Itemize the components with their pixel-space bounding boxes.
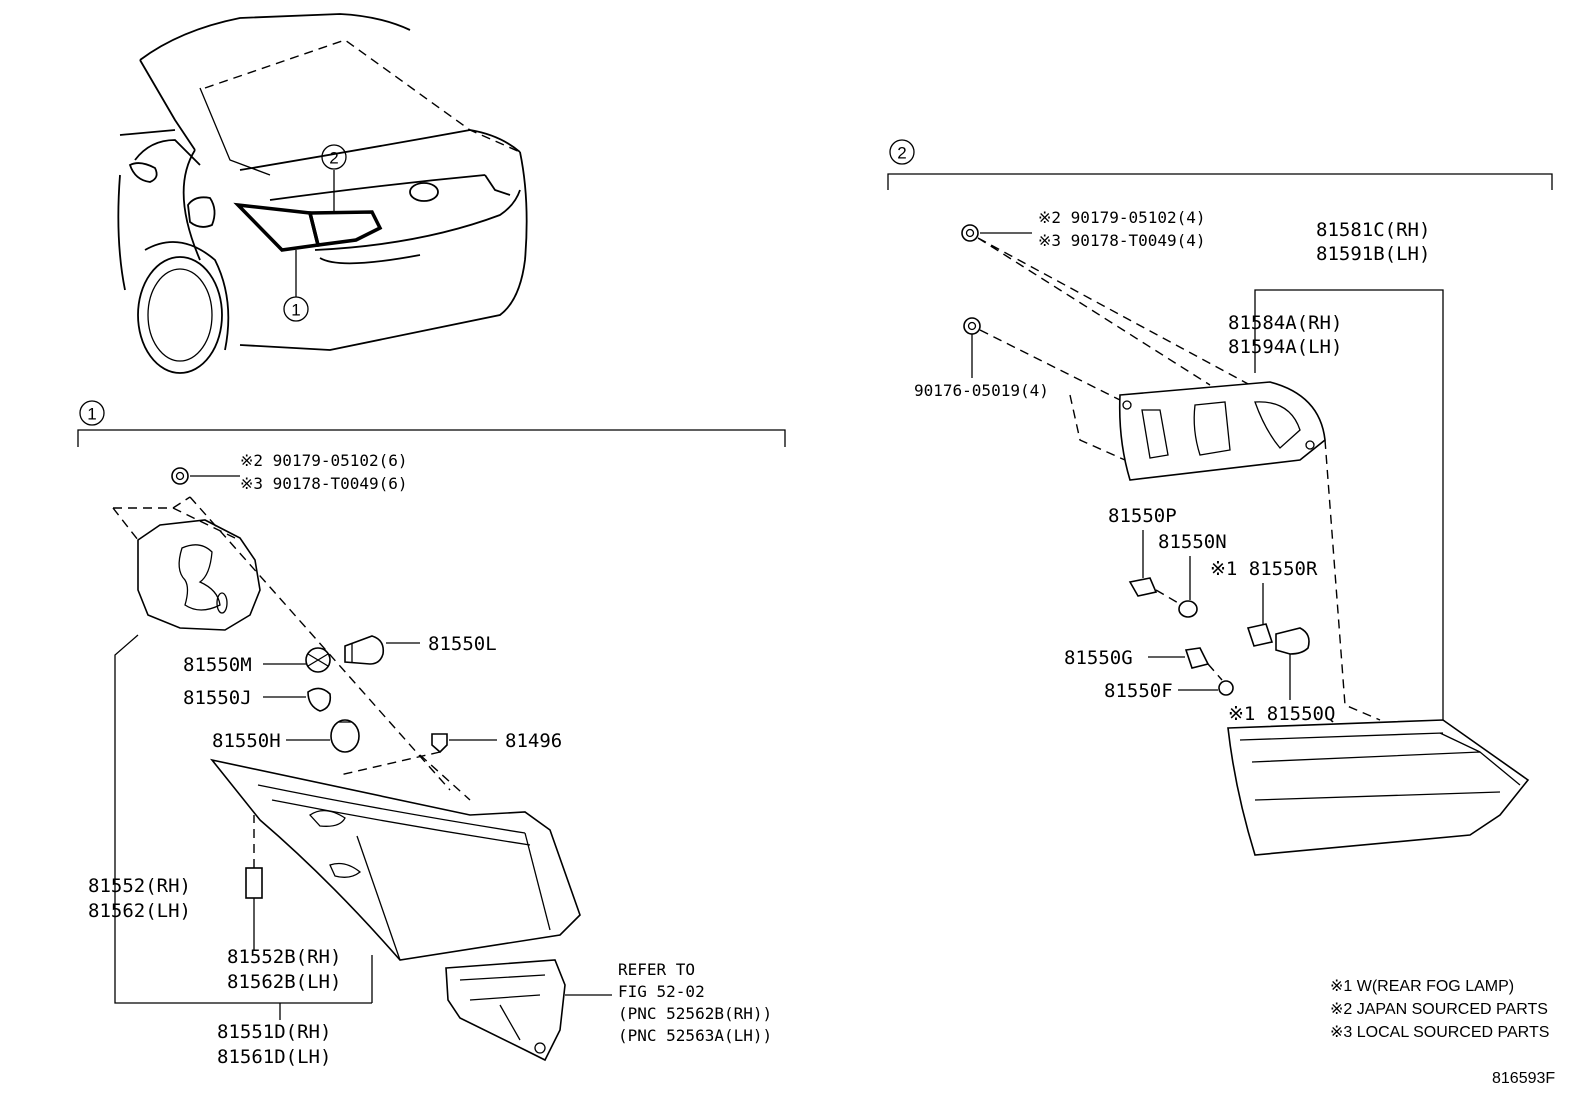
label-81550R: ※1 81550R: [1210, 558, 1318, 580]
label-81550P: 81550P: [1108, 505, 1177, 527]
label-screw-local-4: ※3 90178-T0049(4): [1038, 231, 1206, 250]
label-screw-local-6: ※3 90178-T0049(6): [240, 474, 408, 493]
label-81552B-rh: 81552B(RH): [227, 946, 341, 968]
label-81550H: 81550H: [212, 730, 281, 752]
gasket-icon: [1118, 381, 1326, 481]
label-refer-pnc-rh: (PNC 52562B(RH)): [618, 1004, 772, 1023]
inner-tail-lamp-icon: [1227, 719, 1530, 856]
section-2-callout: 2: [897, 144, 906, 163]
outer-tail-lamp-icon: [209, 758, 581, 961]
label-refer-to: REFER TO: [618, 960, 695, 979]
label-81496: 81496: [505, 730, 562, 752]
gasket-icon: [137, 519, 261, 631]
bulb-icon: [1178, 600, 1198, 618]
mounting-bracket-icon: [445, 959, 566, 1062]
label-81581C-rh: 81581C(RH): [1316, 219, 1430, 241]
label-81562-lh: 81562(LH): [88, 900, 191, 922]
section-1: 1 ※2 90179-05102(6) ※3 90178-T0049(6): [77, 400, 786, 1068]
socket-icon: [1128, 577, 1158, 597]
label-81550J: 81550J: [183, 687, 252, 709]
label-81561D-lh: 81561D(LH): [217, 1046, 331, 1068]
section-1-callout: 1: [87, 405, 96, 424]
label-sticker-icon: [245, 867, 263, 899]
clip-icon: [431, 733, 448, 754]
label-81550N: 81550N: [1158, 531, 1227, 553]
section-2: 2 ※2 90179-05102(4) ※3 90178-T0049(4) 90…: [887, 139, 1553, 856]
label-screw-jp-6: ※2 90179-05102(6): [240, 451, 408, 470]
label-81550L: 81550L: [428, 633, 497, 655]
label-screw-jp-4: ※2 90179-05102(4): [1038, 208, 1206, 227]
legend-notes: ※1 W(REAR FOG LAMP) ※2 JAPAN SOURCED PAR…: [1330, 978, 1555, 1087]
screw-icon: [963, 317, 981, 335]
label-screw-90176: 90176-05019(4): [914, 381, 1049, 400]
label-81562B-lh: 81562B(LH): [227, 971, 341, 993]
label-81550F: 81550F: [1104, 680, 1173, 702]
label-refer-fig: FIG 52-02: [618, 982, 705, 1001]
bulb-icon: [330, 719, 360, 753]
screw-icon: [961, 224, 979, 242]
label-81584A-rh: 81584A(RH): [1228, 312, 1342, 334]
car-overview: 1 2: [117, 13, 528, 374]
label-81550M: 81550M: [183, 654, 252, 676]
label-refer-pnc-lh: (PNC 52563A(LH)): [618, 1026, 772, 1045]
socket-icon: [1184, 647, 1210, 669]
label-81591B-lh: 81591B(LH): [1316, 243, 1430, 265]
note-rear-fog-lamp: ※1 W(REAR FOG LAMP): [1330, 978, 1514, 995]
callout-2-car: 2: [329, 149, 338, 168]
label-81550G: 81550G: [1064, 647, 1133, 669]
bulb-icon: [1275, 627, 1310, 655]
note-local-sourced: ※3 LOCAL SOURCED PARTS: [1330, 1024, 1549, 1041]
label-81550Q: ※1 81550Q: [1228, 703, 1335, 725]
socket-icon: [307, 687, 332, 712]
label-81552-rh: 81552(RH): [88, 875, 191, 897]
figure-id: 816593F: [1492, 1070, 1555, 1087]
note-japan-sourced: ※2 JAPAN SOURCED PARTS: [1330, 1001, 1548, 1018]
label-81594A-lh: 81594A(LH): [1228, 336, 1342, 358]
bulb-icon: [344, 635, 385, 665]
screw-icon: [171, 467, 189, 485]
socket-icon: [305, 647, 331, 673]
callout-1-car: 1: [291, 301, 300, 320]
bulb-icon: [1218, 680, 1234, 696]
socket-icon: [1246, 623, 1274, 647]
label-81551D-rh: 81551D(RH): [217, 1021, 331, 1043]
